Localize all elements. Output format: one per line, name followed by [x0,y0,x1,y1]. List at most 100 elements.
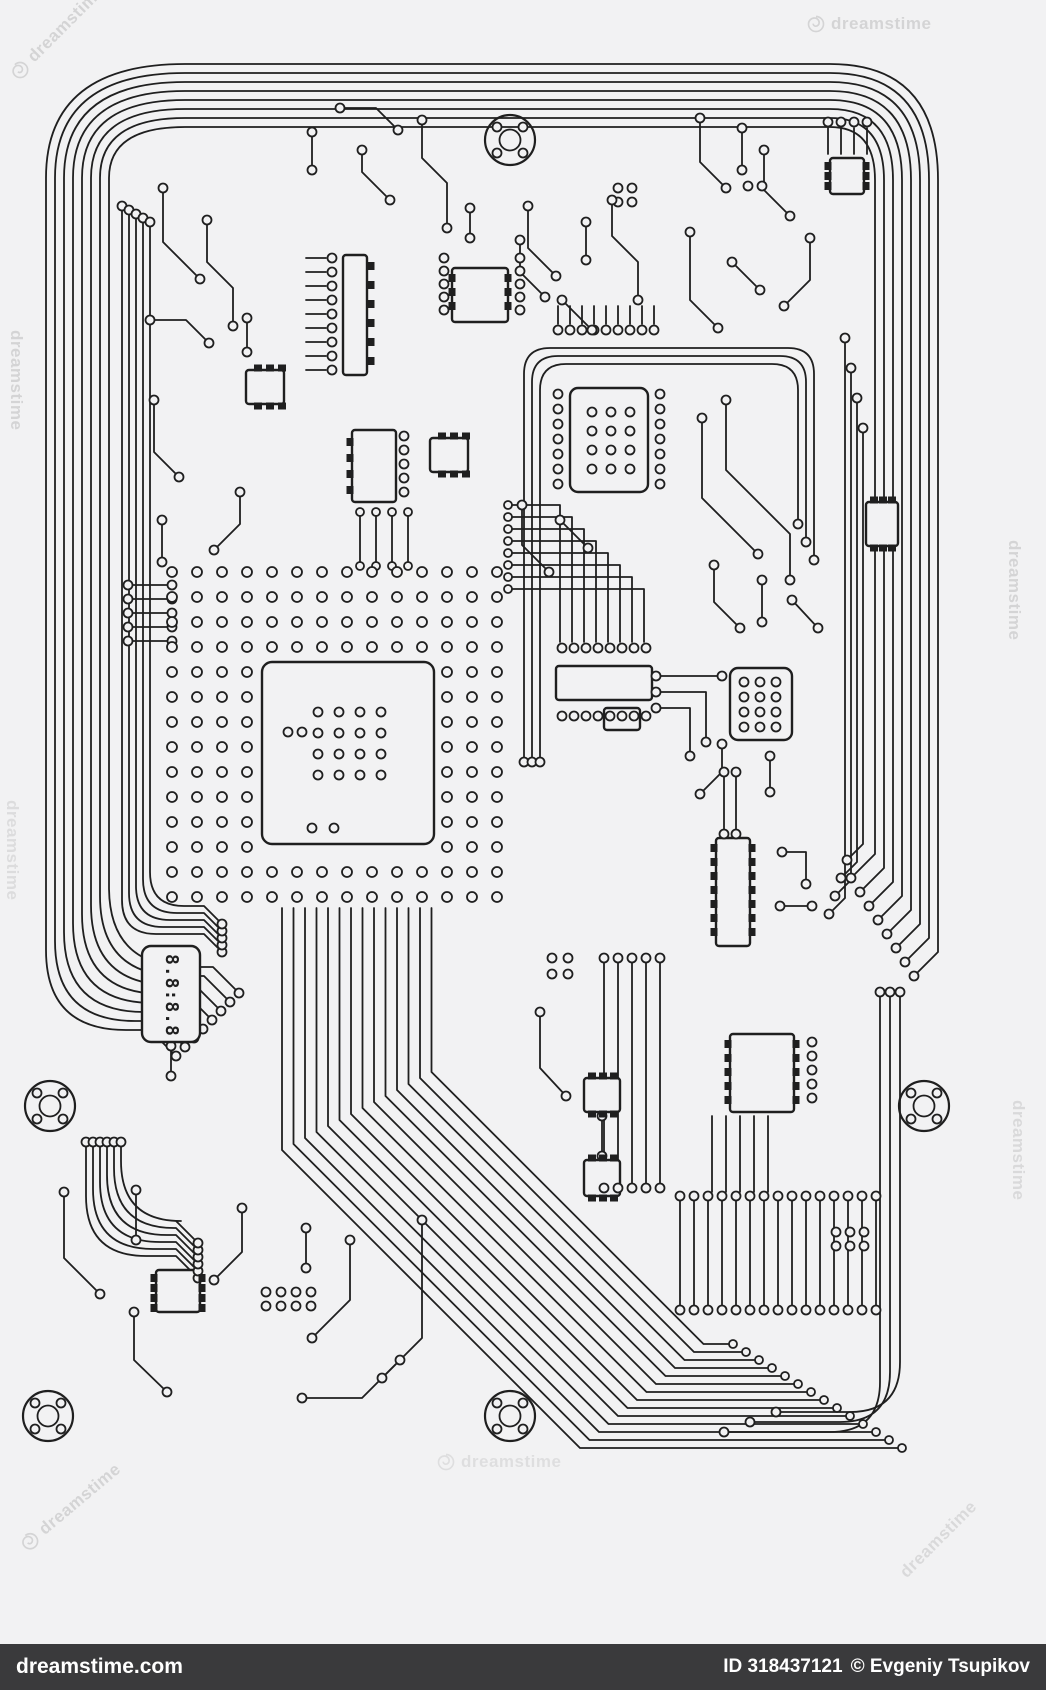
pad [290,1286,302,1298]
pad [640,710,652,722]
pad [626,1182,638,1194]
pad [736,164,748,176]
pad [576,324,588,336]
pad [884,1435,894,1445]
bolt-pad [31,1087,43,1099]
pad [216,691,228,703]
pad [491,741,503,753]
pad [514,304,526,316]
pad [291,891,303,903]
pad [291,566,303,578]
pad [491,666,503,678]
pad [856,1190,868,1202]
pad [441,716,453,728]
pad [266,866,278,878]
pad [416,891,428,903]
smd-pin [879,544,887,552]
smd-pin [346,438,354,446]
pad [122,593,134,605]
pad [191,741,203,753]
pad [800,878,812,890]
pad [306,1332,318,1344]
pad [514,234,526,246]
pad [684,750,696,762]
pad [758,1304,770,1316]
smd-pin [748,844,756,852]
pad [354,748,366,760]
pad [161,1386,173,1398]
pad [341,591,353,603]
pad [354,769,366,781]
mounting-hole [897,1079,951,1133]
pad [830,1226,842,1238]
pad [552,388,564,400]
pad [266,591,278,603]
trace [338,907,838,1409]
pad [466,666,478,678]
pad [491,816,503,828]
pad [744,1304,756,1316]
pad [871,1427,881,1437]
mounting-hole [483,113,537,167]
pad [326,364,338,376]
bolt-pad [905,1113,917,1125]
pad [416,114,428,126]
overlay-layer [21,113,951,1443]
pad [776,846,788,858]
smd-pin [599,1154,607,1162]
pad [605,463,617,475]
pad [333,748,345,760]
pad [858,1240,870,1252]
pad [842,1304,854,1316]
pad [156,514,168,526]
pad [624,444,636,456]
pad [654,418,666,430]
trace [763,149,791,217]
circuit-board-illustration: 8.8:8.8 [21,63,951,1453]
trace [213,1207,243,1281]
smd-pin [448,288,456,296]
pad [890,942,902,954]
pad [754,1355,764,1365]
pad [832,1403,842,1413]
trace [149,221,223,925]
pad [466,691,478,703]
pad [282,726,294,738]
ic-chip [260,660,436,846]
pad [730,1190,742,1202]
pad [764,786,776,798]
pad [333,727,345,739]
pad [441,791,453,803]
pad [770,676,782,688]
pad [650,702,662,714]
pad [616,642,628,654]
pad [266,566,278,578]
pad [416,866,428,878]
pad [770,721,782,733]
pad [333,769,345,781]
pad [503,548,513,558]
pad [626,182,638,194]
trace [113,1141,199,1251]
pad [730,766,742,778]
pad [260,1300,272,1312]
pad [201,214,213,226]
pad [312,748,324,760]
smd-pin [724,1054,732,1062]
pad [398,486,410,498]
pad [844,1226,856,1238]
trace [72,90,912,1030]
pad [157,182,169,194]
trace [791,599,819,629]
pad [738,706,750,718]
pad [398,430,410,442]
bolt-pad [55,1423,67,1435]
pad [366,616,378,628]
pad [718,766,730,778]
pad [586,425,598,437]
pad [122,621,134,633]
smd-pin [254,402,262,410]
smd-pin [254,364,262,372]
pad [845,1411,855,1421]
